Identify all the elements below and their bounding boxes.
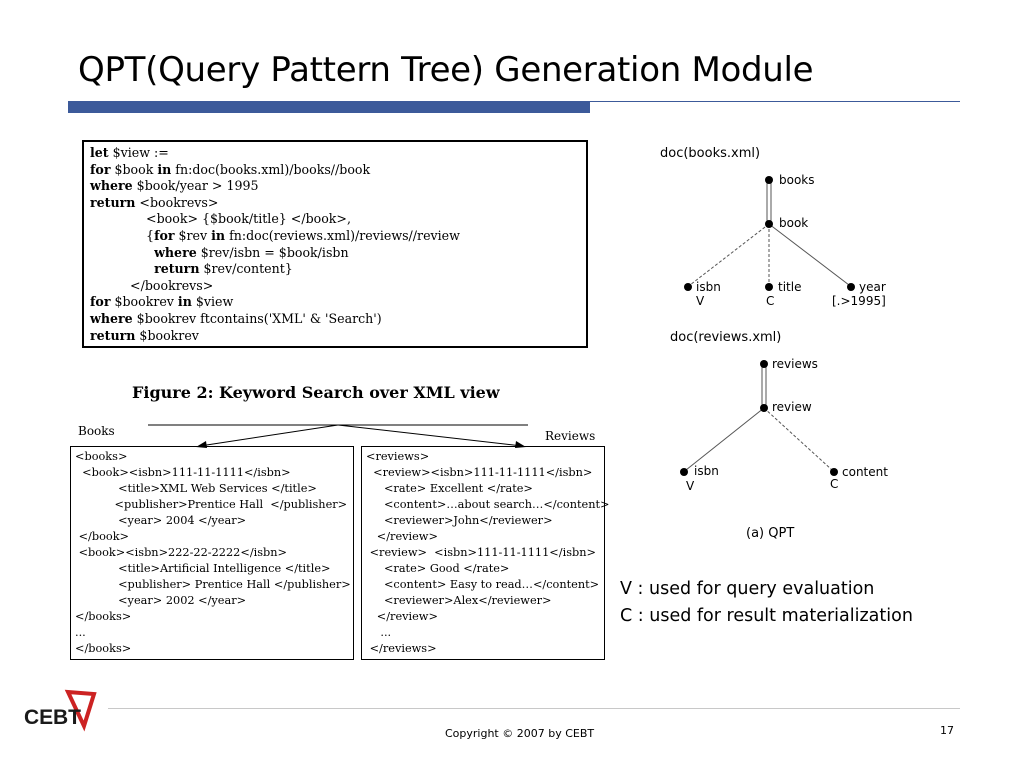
xml-line: <review><isbn>111-11-1111</isbn> — [366, 466, 593, 479]
xml-line: </review> — [366, 530, 438, 543]
footer-divider — [108, 708, 960, 709]
svg-text:BT: BT — [53, 706, 81, 729]
node-year — [847, 283, 855, 291]
xml-line: <title>XML Web Services </title> — [75, 482, 317, 495]
qpt-mark-v: V — [696, 294, 705, 308]
query-line: return $bookrev — [90, 327, 199, 343]
node-isbn — [680, 468, 688, 476]
xml-line: <reviewer>John</reviewer> — [366, 514, 553, 527]
qpt-node-isbn: isbn — [694, 464, 719, 478]
query-line: </bookrevs> — [130, 277, 214, 293]
query-line: let $view := — [90, 145, 169, 160]
legend-line-v: V : used for query evaluation — [620, 579, 875, 599]
title-underline-line — [590, 101, 960, 102]
xml-line: <book><isbn>111-11-1111</isbn> — [75, 466, 291, 479]
xml-line: <rate> Excellent </rate> — [366, 482, 533, 495]
xml-line: <content>…about search…</content> — [366, 498, 610, 511]
qpt-node-year: year — [859, 280, 886, 294]
qpt-node-reviews: reviews — [772, 357, 818, 371]
xml-line: <title>Artificial Intelligence </title> — [75, 562, 331, 575]
legend: V : used for query evaluation C : used fo… — [620, 576, 913, 630]
reviews-xml-box: <reviews> <review><isbn>111-11-1111</isb… — [361, 446, 610, 660]
page-number: 17 — [940, 724, 954, 737]
copyright-text: Copyright © 2007 by CEBT — [445, 727, 595, 740]
query-line: <book> {$book/title} </book>, — [146, 211, 351, 227]
edge-review-isbn — [685, 407, 765, 471]
xml-line: <year> 2002 </year> — [75, 594, 247, 607]
reviews-label: Reviews — [545, 429, 596, 443]
xml-line: <review> <isbn>111-11-1111</isbn> — [366, 546, 596, 559]
qpt-year-condition: [.>1995] — [832, 294, 886, 308]
query-line: where $bookrev ftcontains('XML' & 'Searc… — [90, 310, 382, 326]
node-review — [760, 404, 768, 412]
node-title — [765, 283, 773, 291]
qpt-node-book: book — [779, 216, 809, 230]
figure-caption: Figure 2: Keyword Search over XML view — [132, 383, 500, 402]
qpt-doc-books: doc(books.xml) — [660, 146, 761, 161]
node-reviews — [760, 360, 768, 368]
xml-line: </books> — [75, 642, 132, 655]
qpt-node-content: content — [842, 465, 888, 479]
xml-line: <publisher> Prentice Hall </publisher> — [75, 578, 351, 591]
xml-line: <reviews> — [366, 450, 430, 463]
qpt-caption: (a) QPT — [746, 526, 795, 541]
qpt-node-isbn: isbn — [696, 280, 721, 294]
query-line: {for $rev in fn:doc(reviews.xml)/reviews… — [146, 227, 460, 243]
query-line: for $book in fn:doc(books.xml)/books//bo… — [90, 161, 371, 177]
xml-line: <rate> Good </rate> — [366, 562, 510, 575]
node-books — [765, 176, 773, 184]
books-label: Books — [78, 424, 115, 438]
xml-line: <year> 2004 </year> — [75, 514, 247, 527]
xml-line: </reviews> — [366, 642, 437, 655]
query-line: return <bookrevs> — [90, 194, 219, 210]
qpt-mark-c: C — [830, 477, 839, 491]
query-line: return $rev/content} — [154, 261, 293, 277]
legend-line-c: C : used for result materialization — [620, 606, 913, 626]
xquery-code-box: let $view := for $book in fn:doc(books.x… — [82, 140, 588, 348]
xml-line: <reviewer>Alex</reviewer> — [366, 594, 552, 607]
books-xml-box: <books> <book><isbn>111-11-1111</isbn> <… — [70, 446, 354, 660]
edge-review-content — [763, 407, 833, 471]
xml-line: <books> — [75, 450, 128, 463]
qpt-node-books: books — [779, 173, 815, 187]
xml-line: </review> — [366, 610, 438, 623]
qpt-doc-reviews: doc(reviews.xml) — [670, 330, 782, 345]
query-line: where $book/year > 1995 — [90, 178, 259, 194]
node-isbn — [684, 283, 692, 291]
svg-text:CE: CE — [24, 706, 53, 729]
qpt-node-review: review — [772, 400, 812, 414]
edge-book-year — [768, 223, 850, 286]
qpt-mark-v: V — [686, 479, 695, 493]
xml-line: <content> Easy to read…</content> — [366, 578, 600, 591]
xml-line: </books> — [75, 610, 132, 623]
cebt-logo: CE BT — [24, 689, 97, 732]
xml-line: </book> — [75, 530, 130, 543]
slide-title: QPT(Query Pattern Tree) Generation Modul… — [78, 50, 814, 90]
edge-book-isbn — [689, 223, 770, 286]
xml-line: ... — [75, 626, 86, 639]
title-underline-bar — [68, 101, 590, 113]
xml-line: <publisher>Prentice Hall </publisher> — [75, 498, 348, 511]
xml-line: ... — [366, 626, 392, 639]
qpt-node-title: title — [778, 280, 802, 294]
qpt-mark-c: C — [766, 294, 775, 308]
query-line: where $rev/isbn = $book/isbn — [154, 244, 349, 260]
query-line: for $bookrev in $view — [90, 294, 234, 310]
node-content — [830, 468, 838, 476]
node-book — [765, 220, 773, 228]
xml-line: <book><isbn>222-22-2222</isbn> — [75, 546, 288, 559]
